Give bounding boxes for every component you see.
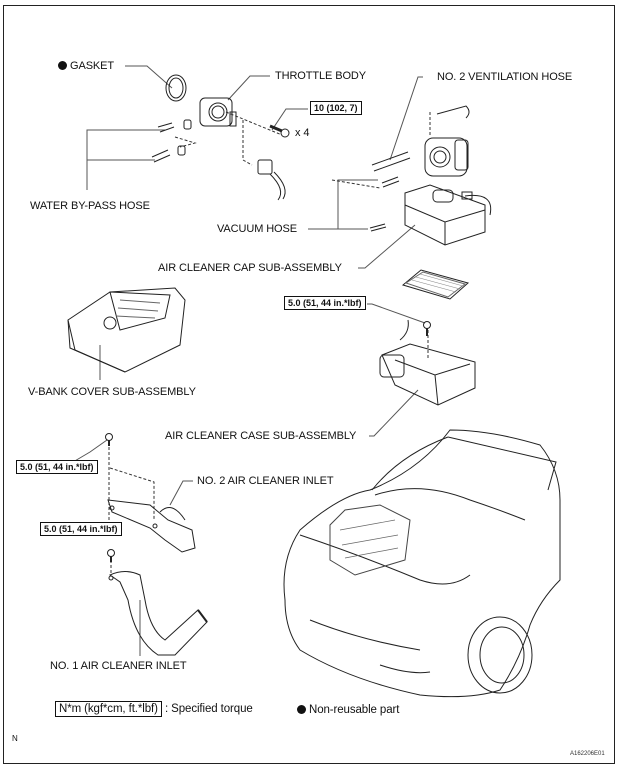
legend-torque-unit: N*m (kgf*cm, ft.*lbf) <box>55 701 162 717</box>
bolt-quantity-label: x 4 <box>295 127 310 139</box>
legend-torque: N*m (kgf*cm, ft.*lbf) : Specified torque <box>55 701 253 717</box>
air-filter-element <box>401 269 470 300</box>
vehicle-outline <box>283 429 561 698</box>
diagram-frame <box>3 5 615 764</box>
legend-torque-desc: : Specified torque <box>164 703 253 715</box>
gasket-part <box>165 74 187 102</box>
leader-lines <box>67 65 426 656</box>
air-cleaner-case-bolt-torque: 5.0 (51, 44 in.*lbf) <box>284 296 366 310</box>
legend-non-reusable-text: Non-reusable part <box>309 704 400 716</box>
throttle-bolt-torque: 10 (102, 7) <box>310 101 362 115</box>
no1-air-cleaner-inlet-label: NO. 1 AIR CLEANER INLET <box>50 660 187 672</box>
no2-air-cleaner-inlet-label: NO. 2 AIR CLEANER INLET <box>197 475 334 487</box>
corner-mark: N <box>12 734 18 743</box>
legend-non-reusable: Non-reusable part <box>297 704 399 716</box>
ventilation-hose-part <box>371 105 470 172</box>
throttle-bolt-part <box>269 124 290 138</box>
throttle-body-part <box>199 97 237 127</box>
gasket-label-text: GASKET <box>70 60 115 72</box>
figure-id: A162206E01 <box>570 751 605 757</box>
inlet-bolts <box>105 433 115 562</box>
throttle-wire-connector <box>257 159 286 201</box>
vacuum-hose-label: VACUUM HOSE <box>217 223 297 235</box>
no2-inlet-bolt-torque: 5.0 (51, 44 in.*lbf) <box>16 460 98 474</box>
throttle-body-label: THROTTLE BODY <box>275 70 366 82</box>
v-bank-cover-part <box>67 287 186 373</box>
air-cleaner-cap-part <box>404 184 492 246</box>
non-reusable-dot-icon <box>297 705 306 714</box>
air-cleaner-case-part <box>379 319 476 406</box>
air-cleaner-cap-label: AIR CLEANER CAP SUB-ASSEMBLY <box>158 262 342 274</box>
water-bypass-hoses <box>151 119 192 163</box>
no1-inlet-bolt-torque: 5.0 (51, 44 in.*lbf) <box>40 522 122 536</box>
no1-air-cleaner-inlet-part <box>108 571 208 656</box>
air-cleaner-upper-unit <box>424 137 469 177</box>
no2-air-cleaner-inlet-part <box>107 499 196 553</box>
gasket-label: GASKET <box>58 60 114 72</box>
no2-ventilation-hose-label: NO. 2 VENTILATION HOSE <box>437 71 573 83</box>
v-bank-cover-label: V-BANK COVER SUB-ASSEMBLY <box>28 386 196 398</box>
vacuum-hoses <box>369 176 400 232</box>
dashed-lines <box>108 110 431 575</box>
water-bypass-hose-label: WATER BY-PASS HOSE <box>30 200 150 212</box>
non-reusable-dot-icon <box>58 61 67 70</box>
air-cleaner-case-label: AIR CLEANER CASE SUB-ASSEMBLY <box>165 430 357 442</box>
